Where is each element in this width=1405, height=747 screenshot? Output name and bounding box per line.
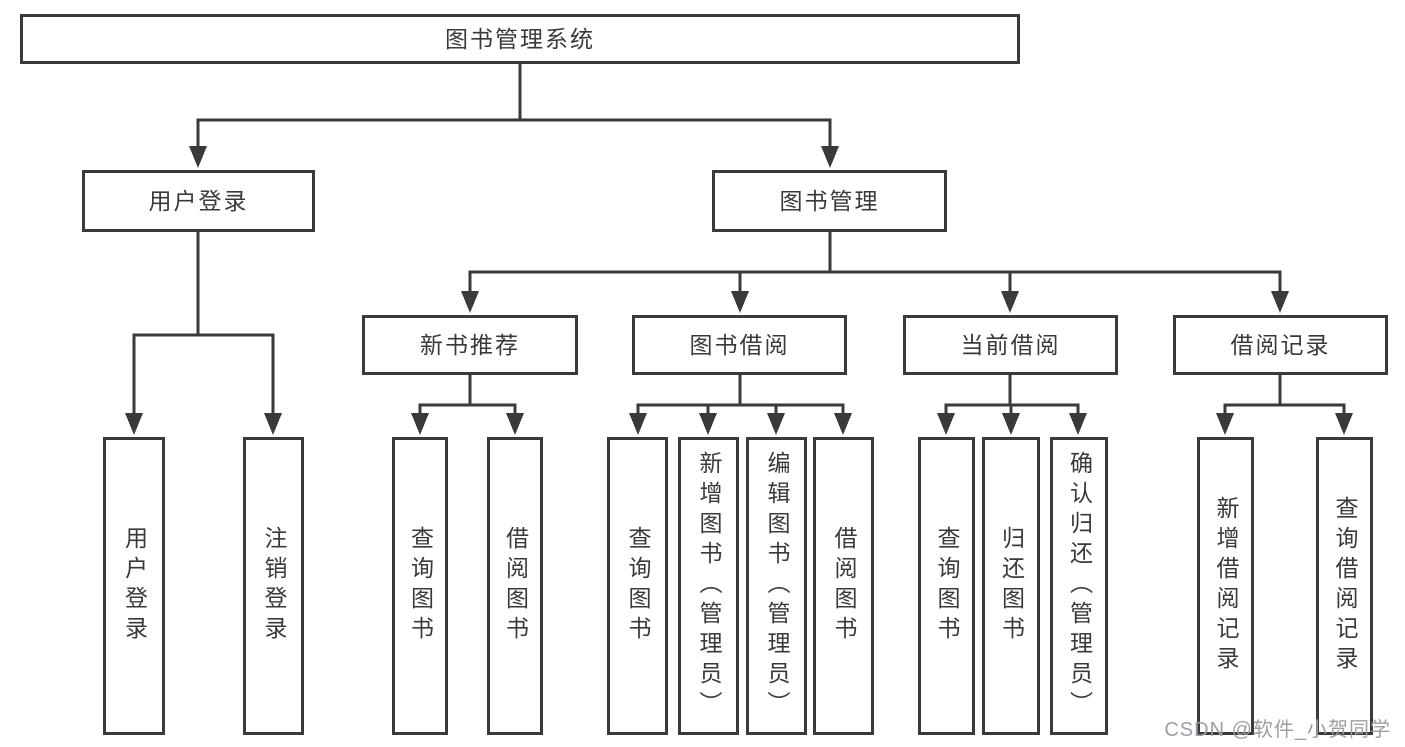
leaf-query-books-recommend: 查询图书 [392, 437, 448, 735]
leaf-borrow-books-recommend: 借阅图书 [487, 437, 543, 735]
node-book-borrowing: 图书借阅 [632, 315, 847, 375]
node-borrowing-records: 借阅记录 [1173, 315, 1388, 375]
leaf-query-borrow-record: 查询借阅记录 [1316, 437, 1373, 735]
leaf-query-books-current: 查询图书 [918, 437, 975, 735]
leaf-user-login: 用户登录 [103, 437, 165, 735]
leaf-add-borrow-record: 新增借阅记录 [1197, 437, 1254, 735]
leaf-edit-books-admin: 编辑图书（管理员） [746, 437, 807, 735]
leaf-logout: 注销登录 [243, 437, 304, 735]
leaf-confirm-return-admin: 确认归还（管理员） [1050, 437, 1108, 735]
leaf-return-books: 归还图书 [982, 437, 1040, 735]
node-new-book-recommendation: 新书推荐 [362, 315, 578, 375]
leaf-query-books-borrowing: 查询图书 [607, 437, 668, 735]
node-current-borrowing: 当前借阅 [903, 315, 1118, 375]
leaf-borrow-books-borrowing: 借阅图书 [813, 437, 874, 735]
csdn-watermark: CSDN @软件_小贺同学 [1164, 719, 1391, 741]
node-user-login: 用户登录 [82, 170, 315, 232]
node-library-management-system: 图书管理系统 [20, 14, 1020, 64]
leaf-add-books-admin: 新增图书（管理员） [678, 437, 739, 735]
node-book-management: 图书管理 [712, 170, 947, 232]
